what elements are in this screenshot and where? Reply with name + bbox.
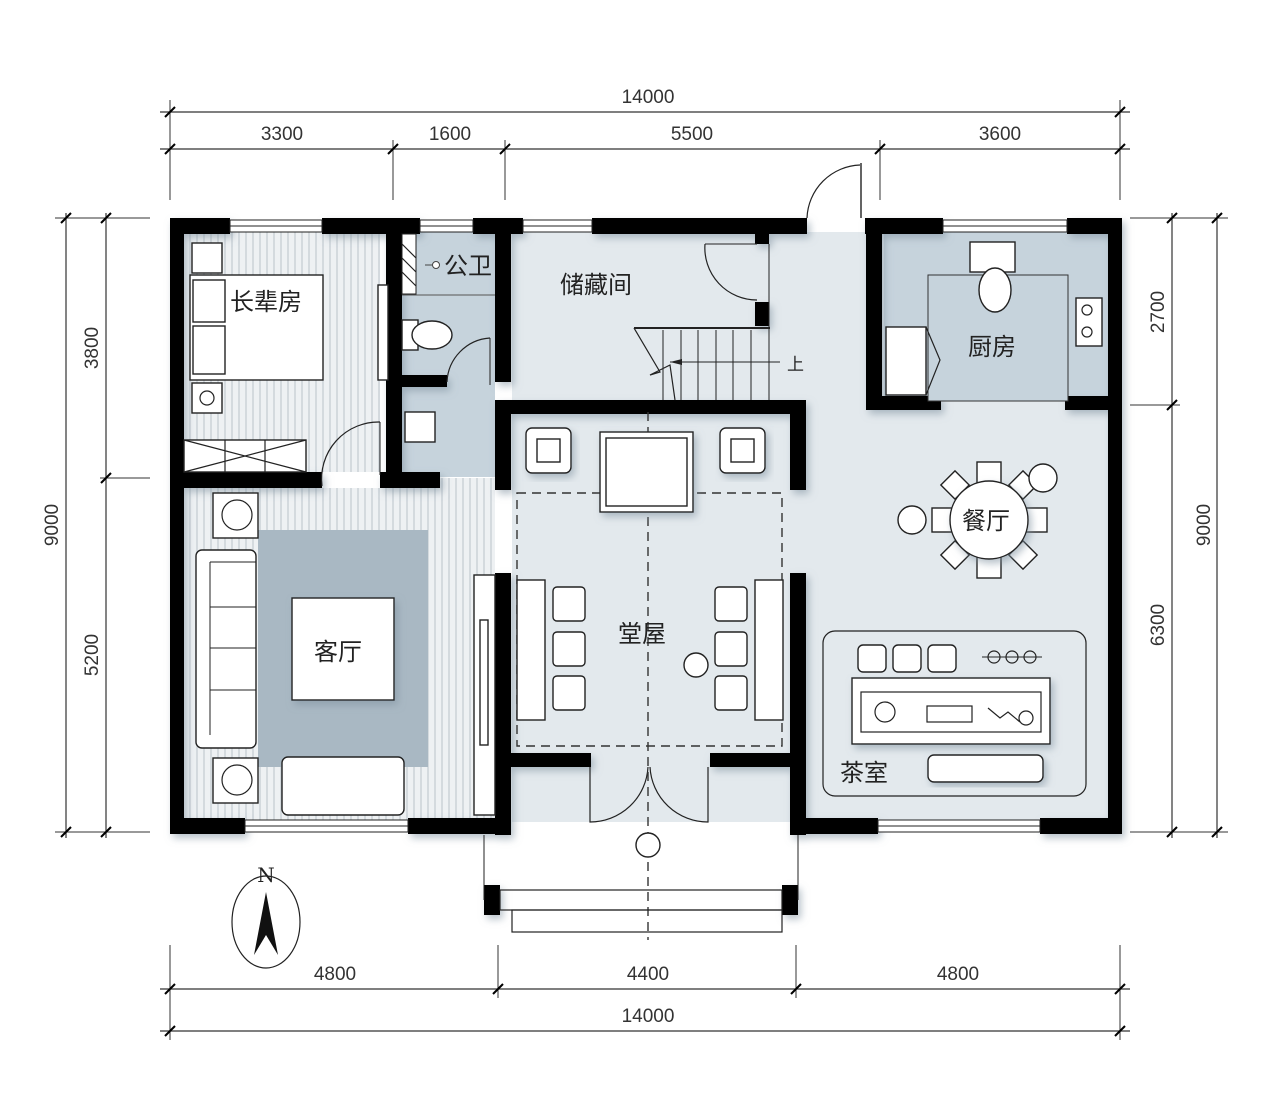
side-table-icon xyxy=(191,242,223,274)
dim-bottom-3: 4800 xyxy=(937,964,979,985)
chair-icon xyxy=(552,586,586,622)
left-dimensions: 9000 3800 5200 xyxy=(42,212,150,838)
dim-top-4: 3600 xyxy=(979,124,1021,145)
right-dimensions: 2700 6300 9000 xyxy=(1130,212,1228,838)
walls xyxy=(170,218,1122,915)
fridge-icon xyxy=(885,326,927,396)
side-cabinet-icon xyxy=(516,579,546,721)
label-elder-room: 长辈房 xyxy=(230,288,302,316)
dim-bottom-2: 4400 xyxy=(627,964,669,985)
tea-cups-icon xyxy=(982,650,1042,664)
coffee-table-icon xyxy=(291,597,395,701)
doors xyxy=(320,163,862,823)
armchair-icon xyxy=(281,756,405,816)
person-icon xyxy=(1028,463,1058,493)
chair-icon xyxy=(552,675,586,711)
tea-table-icon xyxy=(851,677,1051,745)
person-icon xyxy=(635,832,661,858)
top-dimension-total: 14000 xyxy=(160,87,1130,200)
sink-icon xyxy=(404,411,436,443)
dim-left-1: 3800 xyxy=(82,327,103,369)
kitchen: 厨房 xyxy=(885,241,1103,402)
kitchen-sink-icon xyxy=(969,241,1016,273)
north-compass: N xyxy=(231,863,301,969)
elder-room: 长辈房 xyxy=(183,242,389,473)
label-public-bath: 公卫 xyxy=(444,252,492,280)
chair-icon xyxy=(552,631,586,667)
person-icon xyxy=(897,505,927,535)
label-kitchen: 厨房 xyxy=(968,333,1016,361)
storage-room: 储藏间 上 xyxy=(560,244,804,401)
dim-top-2: 1600 xyxy=(429,124,471,145)
stool-icon xyxy=(927,644,957,673)
hall: 堂屋 xyxy=(516,412,784,940)
north-arrow-icon xyxy=(254,892,278,955)
compass-label: N xyxy=(257,863,275,887)
public-bath: 公卫 xyxy=(401,233,495,443)
stairs-icon xyxy=(633,244,780,401)
stool-icon xyxy=(892,644,922,673)
dim-right-total: 9000 xyxy=(1194,504,1215,546)
bottom-dimensions: 4800 4400 4800 14000 xyxy=(160,945,1130,1040)
dim-bottom-1: 4800 xyxy=(314,964,356,985)
top-dimension-segments: 3300 1600 5500 3600 xyxy=(160,124,1130,200)
dim-right-2: 6300 xyxy=(1148,604,1169,646)
dim-top-3: 5500 xyxy=(671,124,713,145)
dining: 餐厅 xyxy=(897,461,1058,579)
chair-icon xyxy=(714,675,748,711)
dim-top-1: 3300 xyxy=(261,124,303,145)
chair-icon xyxy=(714,631,748,667)
round-table-icon xyxy=(949,480,1029,560)
stool-icon xyxy=(857,644,887,673)
windows xyxy=(229,219,1068,833)
label-storage: 储藏间 xyxy=(560,271,632,299)
dim-left-total: 9000 xyxy=(42,504,63,546)
dim-top-total: 14000 xyxy=(622,87,675,108)
label-living-room: 客厅 xyxy=(314,638,362,666)
chair-icon xyxy=(714,586,748,622)
person-icon xyxy=(978,267,1012,313)
living-room: 客厅 xyxy=(195,492,496,816)
label-hall: 堂屋 xyxy=(618,620,666,648)
dim-right-1: 2700 xyxy=(1148,291,1169,333)
label-tea-room: 茶室 xyxy=(840,759,888,787)
porch xyxy=(483,832,799,933)
sofa-icon xyxy=(195,549,257,749)
dim-bottom-total: 14000 xyxy=(622,1006,675,1027)
label-dining: 餐厅 xyxy=(962,507,1010,535)
lamp-table-icon xyxy=(191,382,223,414)
side-cabinet-icon xyxy=(754,579,784,721)
dim-left-2: 5200 xyxy=(82,634,103,676)
person-icon xyxy=(683,652,709,678)
toilet-icon xyxy=(411,320,453,350)
bench-icon xyxy=(927,754,1044,783)
label-stairs-up: 上 xyxy=(787,355,804,375)
tea-room: 茶室 xyxy=(822,630,1087,797)
